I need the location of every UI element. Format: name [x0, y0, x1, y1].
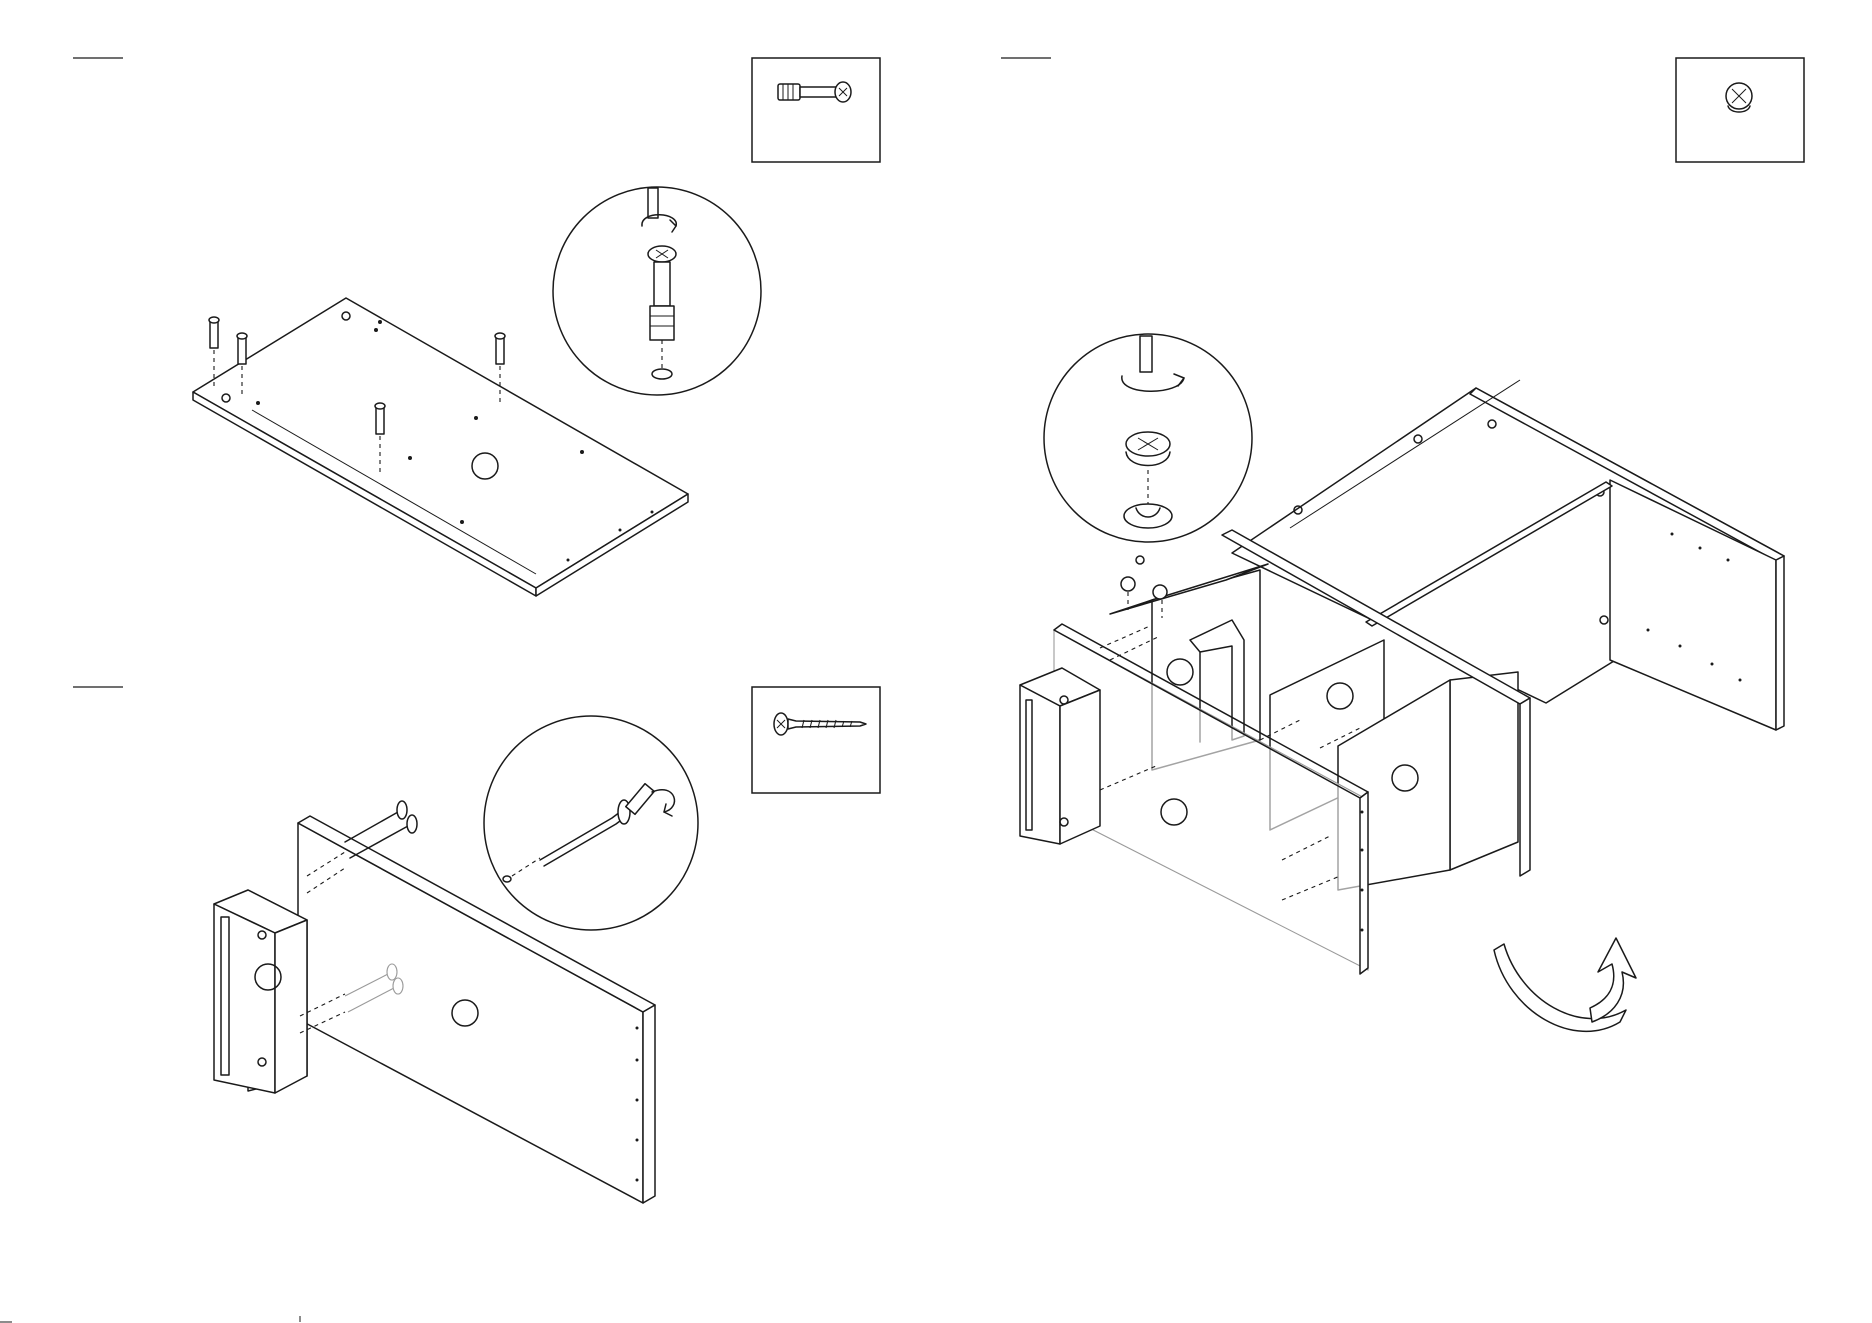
- end-panel-short: [214, 890, 307, 1093]
- page-edge-mark: [0, 1316, 300, 1322]
- step-right: [1001, 58, 1804, 1031]
- cam-bolt-hardware-box: [752, 58, 880, 162]
- wood-screw-detail-icon: [484, 716, 698, 930]
- wood-screw-hardware-box: [752, 687, 880, 793]
- step-top-left: [73, 58, 880, 596]
- step-bottom-left: [73, 687, 880, 1203]
- cam-lock-hardware-box: [1676, 58, 1804, 162]
- cam-lock-detail-icon: [1044, 334, 1252, 542]
- flip-over-arrow-icon: [1494, 938, 1636, 1031]
- left-end-panel: [1020, 668, 1100, 844]
- cam-bolt-detail-icon: [553, 187, 761, 395]
